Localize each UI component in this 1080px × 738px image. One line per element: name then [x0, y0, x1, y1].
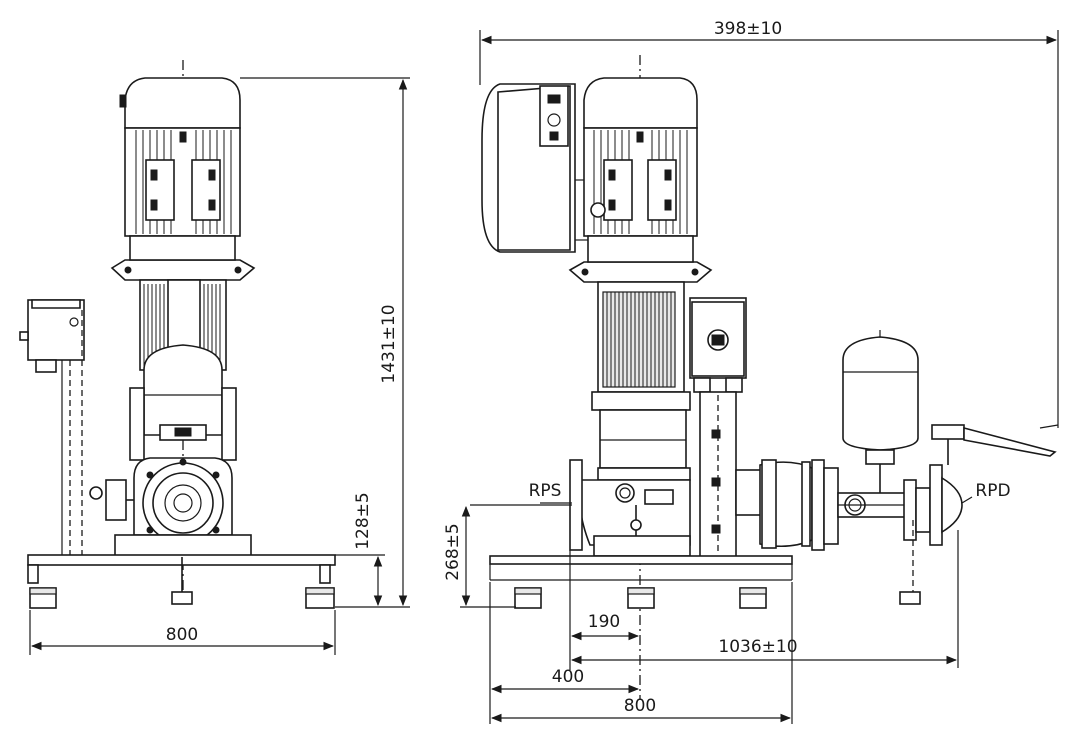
- dim-pipe-length: 1036±10: [718, 637, 797, 657]
- label-discharge-port: RPD: [975, 481, 1010, 501]
- dim-base-height: 128±5: [353, 492, 373, 550]
- dim-inlet-height: 268±5: [443, 523, 463, 581]
- side-dimensions: [460, 30, 1059, 724]
- front-dimensions: [29, 77, 410, 655]
- label-suction-port: RPS: [529, 481, 562, 501]
- dim-base-width-side: 800: [624, 696, 656, 716]
- dim-center-offset: 400: [552, 667, 584, 687]
- dim-overall-length: 398±10: [714, 19, 782, 39]
- dim-inlet-offset: 190: [588, 612, 620, 632]
- dim-base-width-front: 800: [166, 625, 198, 645]
- dim-total-height: 1431±10: [379, 304, 399, 383]
- front-view: [19, 60, 336, 609]
- side-view: [481, 55, 1057, 700]
